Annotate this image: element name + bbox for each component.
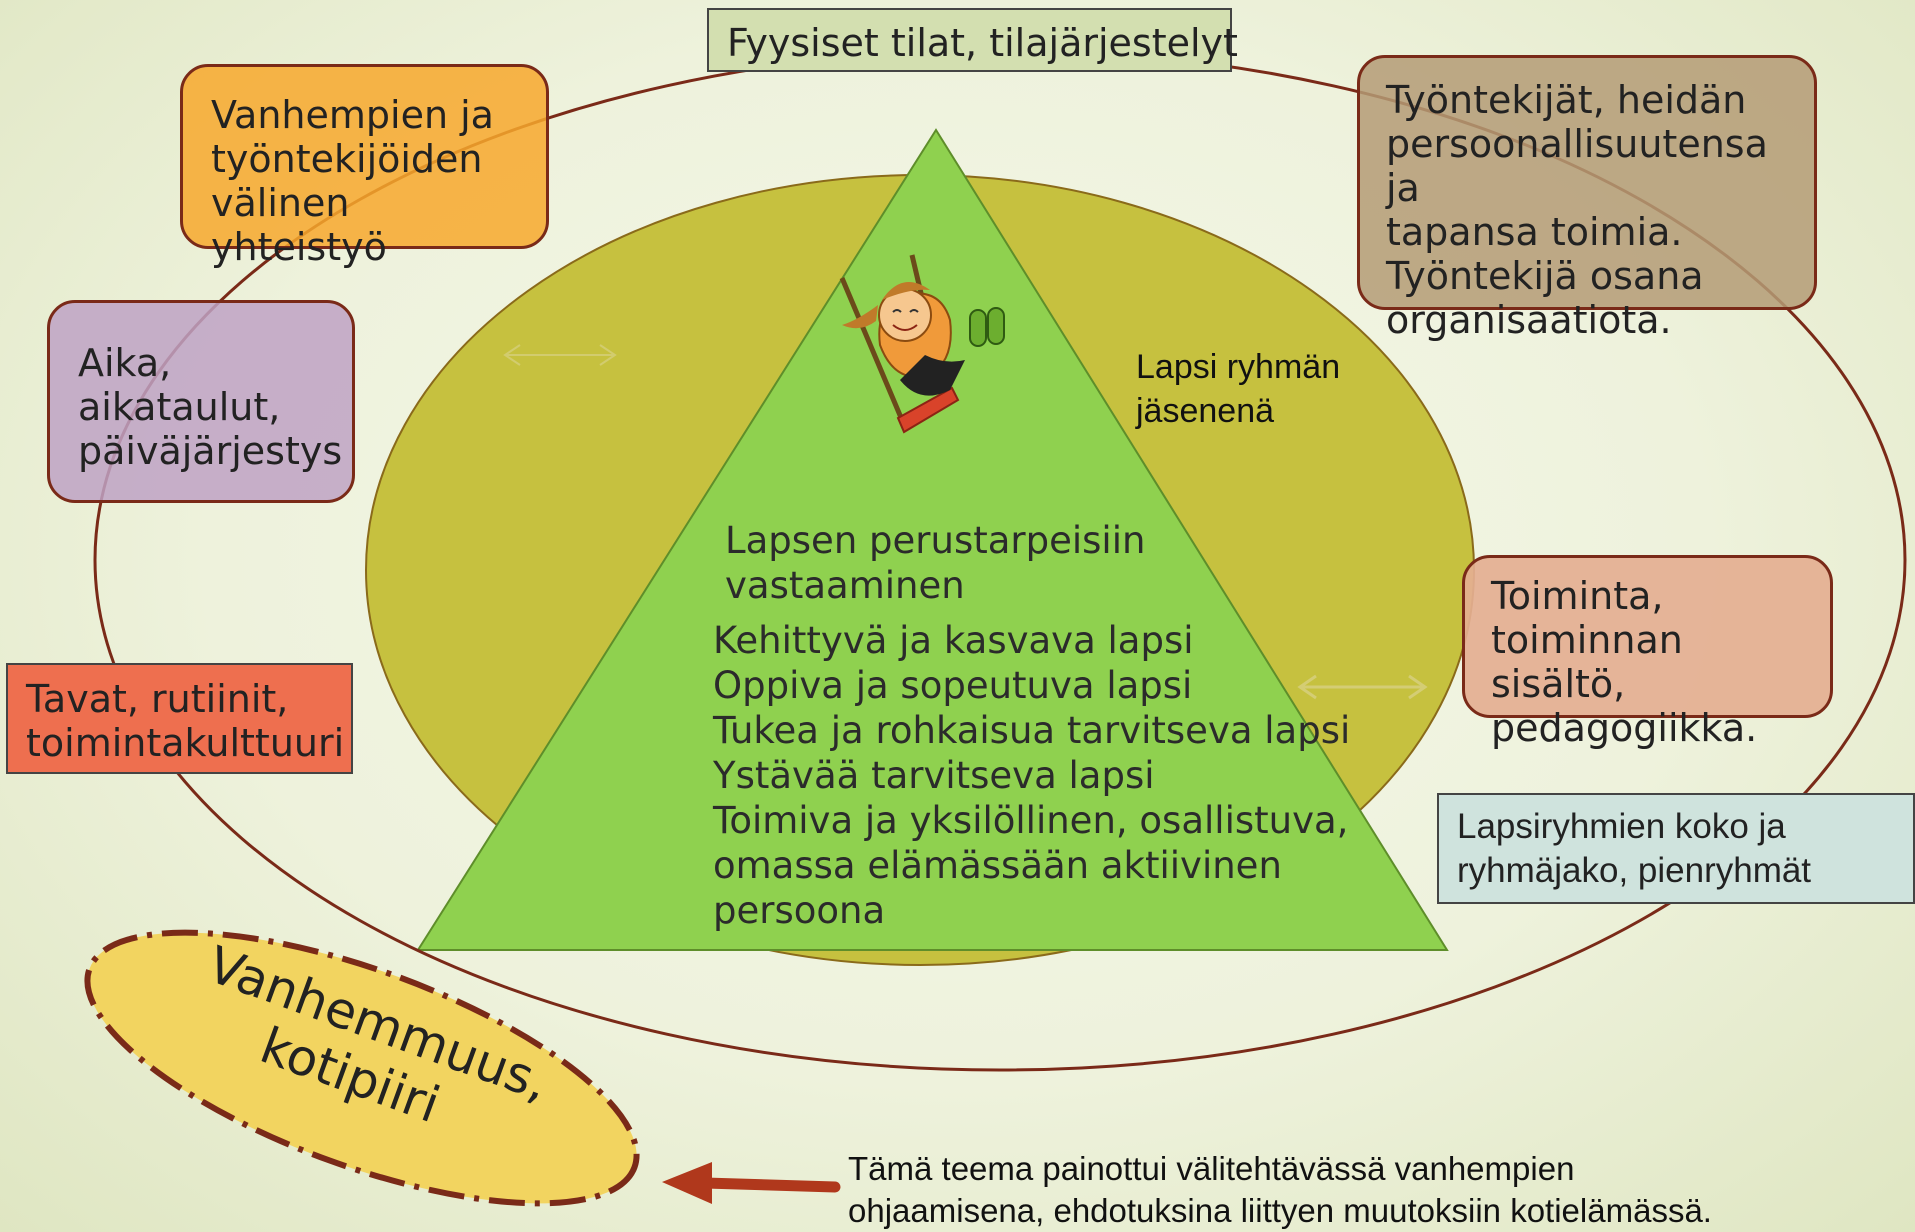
activity-box: Toiminta, toiminnan sisältö, pedagogiikk…: [1462, 555, 1833, 750]
groups-line-1: Lapsiryhmien koko ja: [1457, 807, 1786, 846]
cooperation-line-1: Vanhempien ja: [211, 93, 494, 137]
habits-line-1: Tavat, rutiinit,: [26, 677, 289, 721]
cooperation-line-2: työntekijöiden: [211, 137, 483, 181]
workers-box: Työntekijät, heidän persoonallisuutensa …: [1357, 55, 1817, 342]
habits-line-2: toimintakulttuuri: [26, 721, 345, 765]
groups-line-2: ryhmäjako, pienryhmät: [1457, 851, 1812, 890]
cooperation-box: Vanhempien ja työntekijöiden välinen yht…: [180, 64, 549, 269]
workers-line-5: organisaatiota.: [1386, 298, 1672, 342]
child-needs-triangle: [416, 128, 1449, 951]
physical-spaces-box: Fyysiset tilat, tilajärjestelyt: [707, 8, 1238, 72]
triangle-list-item: omassa elämässään aktiivinen: [713, 844, 1282, 887]
workers-line-1: Työntekijät, heidän: [1386, 78, 1747, 122]
note-line-2: ohjaamisena, ehdotuksina liittyen muutok…: [848, 1192, 1712, 1229]
workers-line-3: tapansa toimia.: [1386, 210, 1683, 254]
time-box: Aika, aikataulut, päiväjärjestys: [47, 300, 355, 503]
note-line-1: Tämä teema painottui välitehtävässä vanh…: [848, 1150, 1575, 1187]
workers-line-4: Työntekijä osana: [1386, 254, 1704, 298]
parenthood-ellipse: [84, 929, 640, 1207]
triangle-list-item: Tukea ja rohkaisua tarvitseva lapsi: [713, 709, 1351, 752]
group-member-line-2: jäsenenä: [1136, 392, 1275, 430]
child-on-swing-icon: [839, 254, 1005, 434]
time-line-2: aikataulut,: [78, 385, 281, 429]
pointing-arrow: [662, 1162, 841, 1204]
triangle-list-item: Oppiva ja sopeutuva lapsi: [713, 664, 1193, 707]
activity-line-1: Toiminta,: [1491, 574, 1664, 618]
triangle-list-item: Kehittyvä ja kasvava lapsi: [713, 619, 1194, 662]
faint-double-arrow-right: [1297, 674, 1428, 700]
workers-line-2: persoonallisuutensa ja: [1386, 122, 1768, 210]
time-line-1: Aika,: [78, 341, 172, 385]
groups-box: Lapsiryhmien koko ja ryhmäjako, pienryhm…: [1437, 793, 1915, 904]
note-text: Tämä teema painottui välitehtävässä vanh…: [848, 1148, 1712, 1232]
triangle-heading-line-2: vastaaminen: [725, 564, 965, 607]
cooperation-line-3: välinen yhteistyö: [211, 181, 387, 269]
habits-box: Tavat, rutiinit, toimintakulttuuri: [6, 663, 353, 774]
faint-double-arrow-left: [503, 344, 617, 366]
time-line-3: päiväjärjestys: [78, 429, 343, 473]
triangle-list-item: persoona: [713, 889, 886, 932]
triangle-list: Kehittyvä ja kasvava lapsi Oppiva ja sop…: [713, 618, 1350, 933]
group-member-line-1: Lapsi ryhmän: [1136, 348, 1341, 386]
activity-line-2: toiminnan sisältö,: [1491, 618, 1683, 706]
activity-line-3: pedagogiikka.: [1491, 706, 1758, 750]
triangle-list-item: Ystävää tarvitseva lapsi: [713, 754, 1155, 797]
triangle-heading: Lapsen perustarpeisiin vastaaminen: [725, 518, 1145, 608]
physical-spaces-text: Fyysiset tilat, tilajärjestelyt: [727, 21, 1238, 65]
triangle-list-item: Toimiva ja yksilöllinen, osallistuva,: [713, 799, 1349, 842]
group-member-label: Lapsi ryhmän jäsenenä: [1136, 345, 1340, 433]
triangle-heading-line-1: Lapsen perustarpeisiin: [725, 519, 1146, 562]
